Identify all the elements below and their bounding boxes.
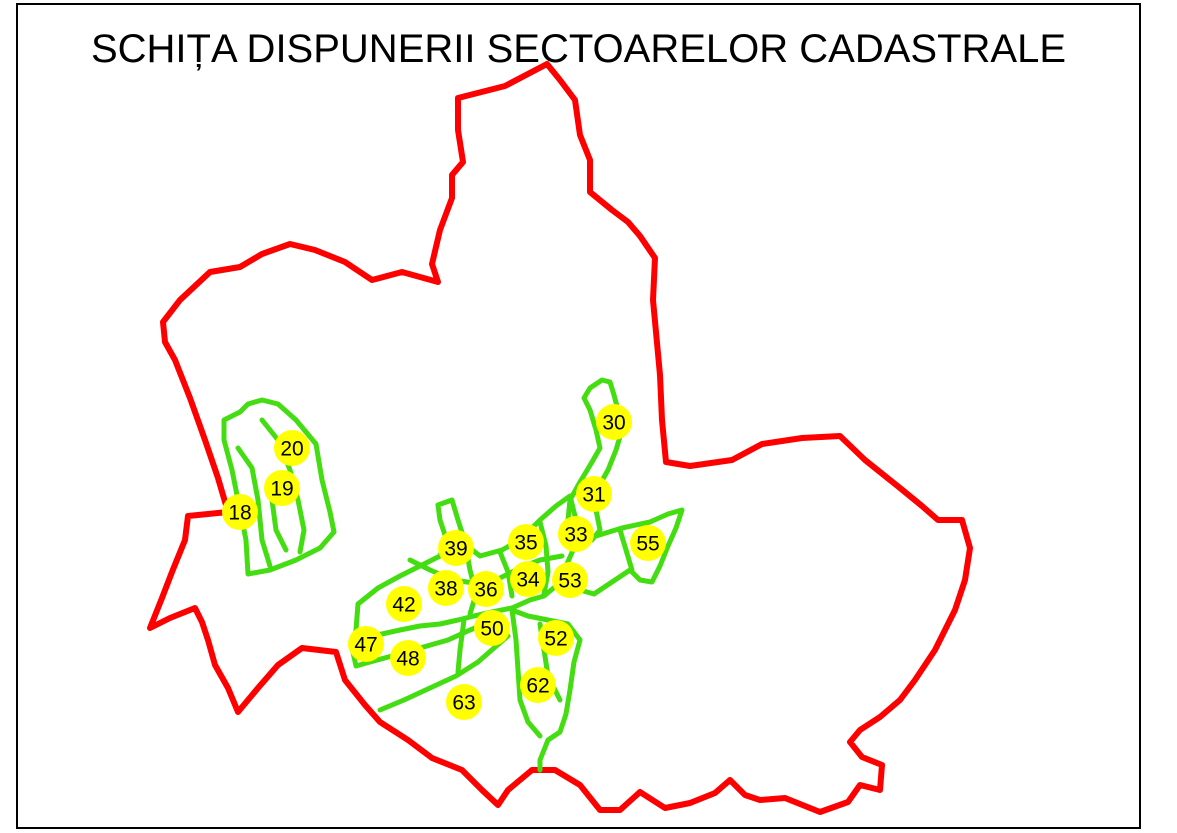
sector-divider-central-3 (497, 549, 515, 599)
sector-label-text: 20 (280, 438, 303, 461)
sector-outline-south (509, 607, 583, 773)
sector-label-48: 48 (390, 640, 426, 676)
sector-label-text: 19 (270, 478, 293, 501)
sector-label-text: 62 (526, 675, 549, 698)
sector-label-text: 35 (514, 532, 537, 555)
sector-label-text: 34 (516, 569, 540, 592)
map-title: SCHIȚA DISPUNERII SECTOARELOR CADASTRALE (90, 27, 1067, 71)
sector-label-62: 62 (520, 667, 556, 703)
sector-label-30: 30 (596, 404, 632, 440)
sector-label-marker (520, 667, 556, 703)
sector-label-marker (510, 561, 546, 597)
sector-label-53: 53 (552, 562, 588, 598)
sector-label-31: 31 (576, 476, 612, 512)
sector-label-text: 55 (636, 533, 659, 556)
sector-label-35: 35 (508, 524, 544, 560)
sector-outline-east (567, 507, 685, 597)
sector-label-text: 18 (228, 502, 251, 525)
sector-divider-southwest (455, 617, 467, 675)
sector-label-marker (264, 470, 300, 506)
sector-label-50: 50 (474, 610, 510, 646)
map-frame: SCHIȚA DISPUNERII SECTOARELOR CADASTRALE (16, 3, 1141, 829)
sector-label-text: 42 (392, 594, 415, 617)
sector-label-marker (428, 570, 464, 606)
sector-label-text: 50 (480, 618, 503, 641)
sector-label-marker (552, 562, 588, 598)
sector-label-marker (222, 494, 258, 530)
sector-label-marker (576, 476, 612, 512)
sector-outline-central (353, 493, 579, 639)
sector-divider-central-4 (537, 519, 551, 597)
sector-labels: 30 20 19 18 31 35 33 55 39 38 36 34 53 42 50 52 47 48 62 63 (222, 404, 666, 720)
sector-label-marker (508, 524, 544, 560)
sector-label-text: 47 (354, 634, 377, 657)
sector-label-text: 53 (558, 570, 581, 593)
sector-label-text: 39 (444, 538, 467, 561)
sector-label-marker (474, 610, 510, 646)
sector-label-18: 18 (222, 494, 258, 530)
sector-label-marker (558, 516, 594, 552)
outer-boundary-line (147, 61, 973, 815)
sector-label-55: 55 (630, 525, 666, 561)
sector-label-52: 52 (538, 620, 574, 656)
sector-label-36: 36 (468, 571, 504, 607)
sector-label-38: 38 (428, 570, 464, 606)
sector-label-marker (348, 626, 384, 662)
sector-label-19: 19 (264, 470, 300, 506)
sector-label-marker (274, 430, 310, 466)
sector-divider-west-1 (235, 445, 273, 569)
sector-label-63: 63 (446, 684, 482, 720)
sector-outline-southwest-2 (377, 633, 511, 713)
sector-label-text: 31 (582, 484, 605, 507)
sector-label-marker (390, 640, 426, 676)
sector-label-text: 52 (544, 628, 567, 651)
sector-label-marker (386, 586, 422, 622)
sector-label-marker (630, 525, 666, 561)
sector-divider-south-1 (509, 607, 543, 739)
sector-label-text: 33 (564, 524, 587, 547)
sector-label-text: 36 (474, 579, 497, 602)
sector-label-text: 30 (602, 412, 625, 435)
sector-label-39: 39 (438, 530, 474, 566)
sector-label-33: 33 (558, 516, 594, 552)
sector-divider-west-3 (269, 497, 289, 553)
sector-label-47: 47 (348, 626, 384, 662)
sector-label-marker (446, 684, 482, 720)
sector-label-42: 42 (386, 586, 422, 622)
sector-label-marker (538, 620, 574, 656)
sector-label-text: 38 (434, 578, 457, 601)
sector-label-marker (596, 404, 632, 440)
sector-label-marker (438, 530, 474, 566)
sector-divider-east (617, 527, 635, 573)
sector-label-marker (468, 571, 504, 607)
sector-label-34: 34 (510, 561, 546, 597)
sector-label-text: 63 (452, 692, 475, 715)
sector-label-text: 48 (396, 648, 419, 671)
sector-label-20: 20 (274, 430, 310, 466)
